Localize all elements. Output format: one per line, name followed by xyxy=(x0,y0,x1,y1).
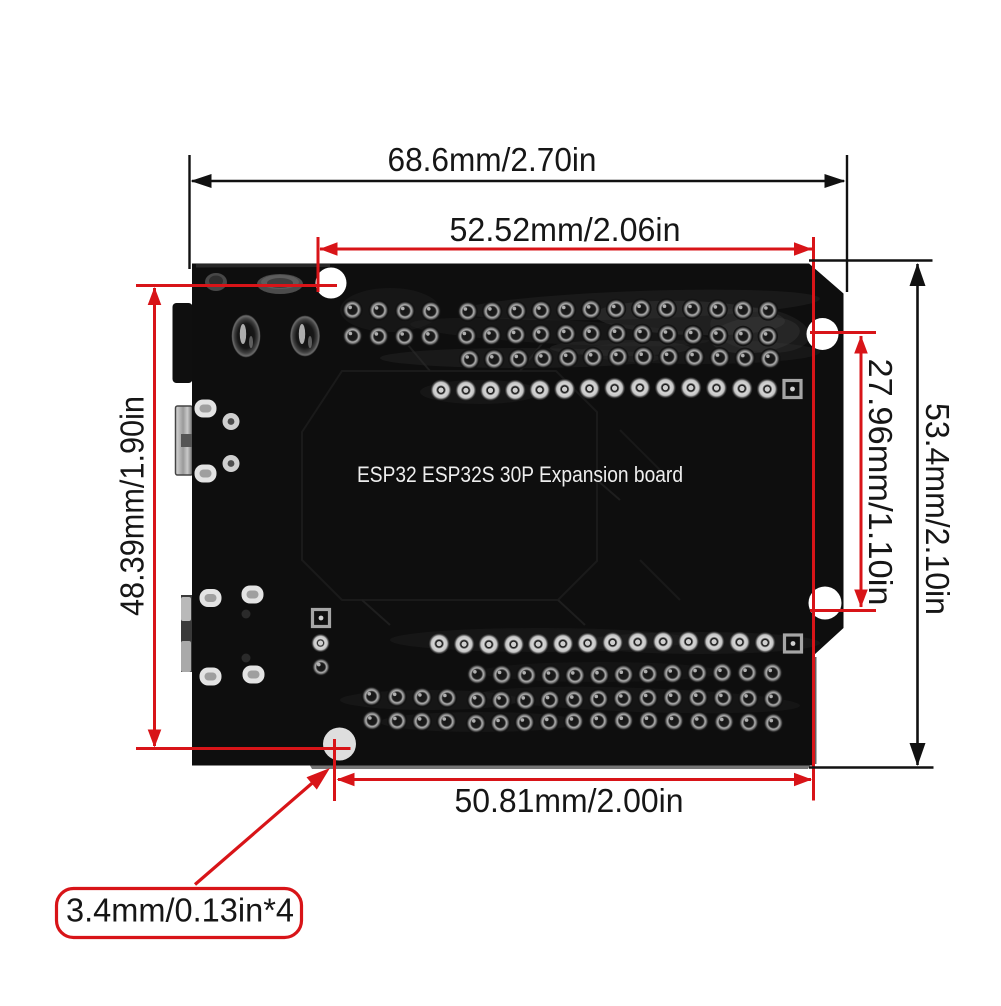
svg-text:53.4mm/2.10in: 53.4mm/2.10in xyxy=(919,403,956,615)
svg-text:68.6mm/2.70in: 68.6mm/2.70in xyxy=(388,141,597,178)
svg-text:48.39mm/1.90in: 48.39mm/1.90in xyxy=(114,396,151,616)
svg-text:50.81mm/2.00in: 50.81mm/2.00in xyxy=(455,782,684,819)
svg-text:52.52mm/2.06in: 52.52mm/2.06in xyxy=(450,211,681,248)
svg-text:27.96mm/1.10in: 27.96mm/1.10in xyxy=(862,359,899,606)
svg-text:ESP32 ESP32S 30P Expansion boa: ESP32 ESP32S 30P Expansion board xyxy=(357,462,683,487)
svg-text:3.4mm/0.13in*4: 3.4mm/0.13in*4 xyxy=(66,892,294,929)
